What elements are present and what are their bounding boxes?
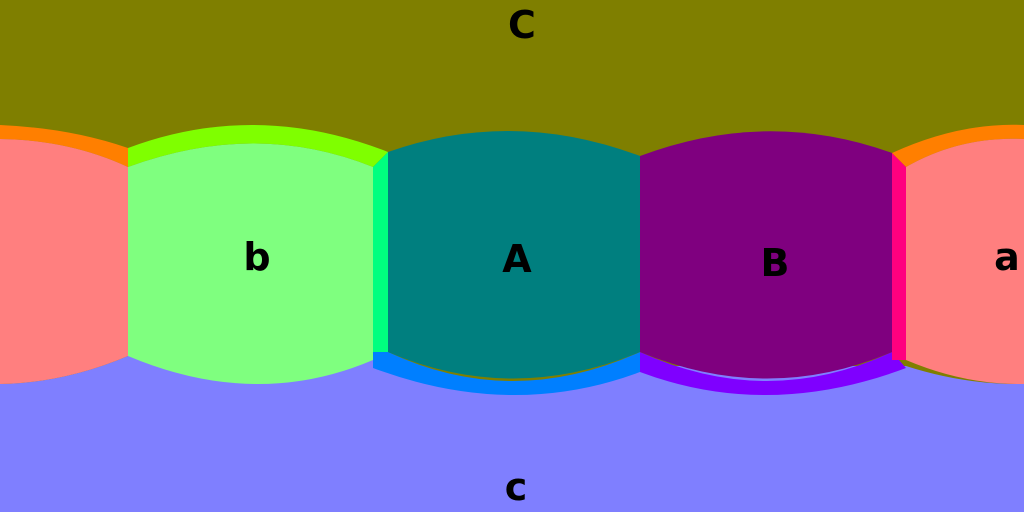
label-bottom: c bbox=[505, 465, 528, 509]
edge-band-left-top bbox=[128, 124, 388, 167]
edge-band-left-front bbox=[373, 152, 388, 360]
edge-band-back-top bbox=[0, 125, 128, 167]
label-top: C bbox=[508, 3, 536, 47]
label-back: a bbox=[994, 235, 1020, 279]
face-right bbox=[640, 131, 892, 379]
face-back-right-part bbox=[906, 138, 1024, 385]
edge-band-front-bottom bbox=[373, 352, 640, 396]
face-back-left-part bbox=[0, 139, 128, 384]
edge-band-right-bottom bbox=[640, 352, 906, 396]
label-right: B bbox=[761, 241, 790, 285]
label-left: b bbox=[243, 235, 270, 279]
face-front bbox=[388, 130, 640, 379]
label-front: A bbox=[502, 237, 532, 281]
edge-band-right-back bbox=[892, 153, 906, 360]
edge-band-back-top-right bbox=[892, 124, 1024, 167]
face-left bbox=[128, 143, 373, 385]
